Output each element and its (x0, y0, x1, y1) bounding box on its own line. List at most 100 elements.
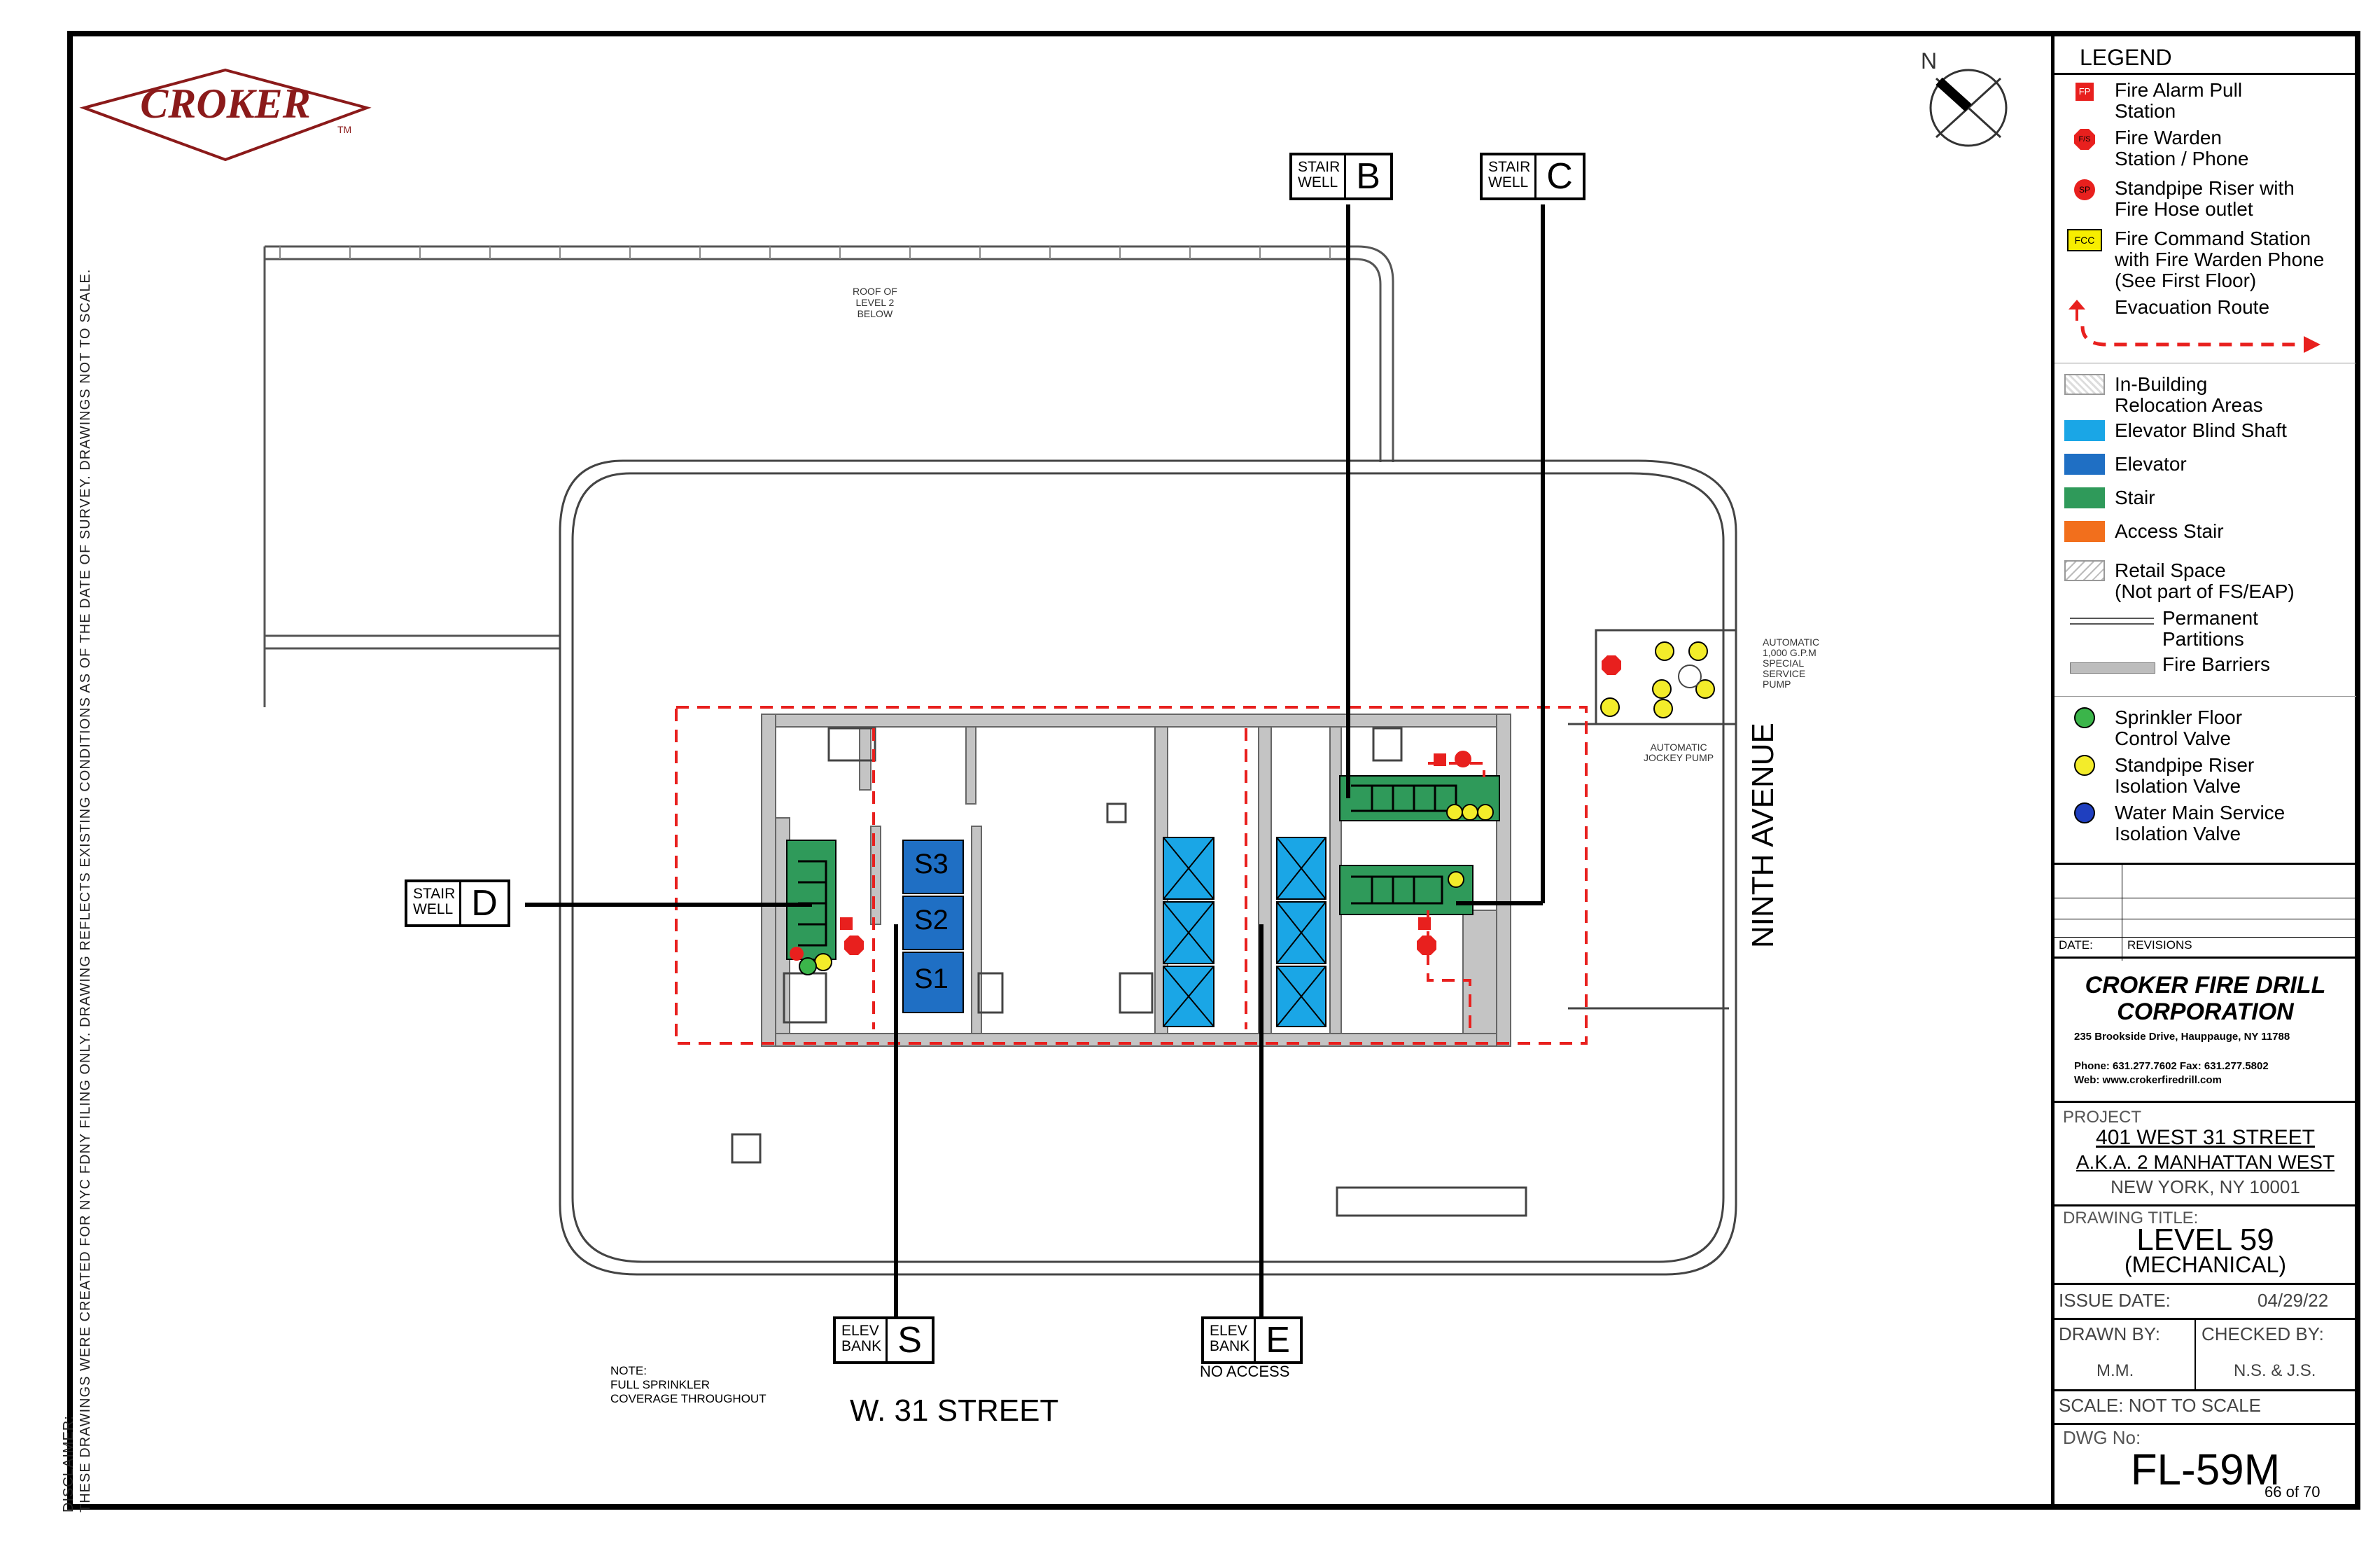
jockey-pump-note: AUTOMATIC JOCKEY PUMP (1644, 742, 1714, 763)
legend-label: Standpipe Riser with Fire Hose outlet (2115, 177, 2295, 220)
evacuation-route-sample (2076, 324, 2342, 358)
legend-label: Permanent Partitions (2162, 607, 2258, 650)
legend-item: Elevator (2064, 454, 2187, 475)
project-line-1: 401 WEST 31 STREET (2096, 1126, 2315, 1149)
stair-well-d-tag: STAIR WELL D (405, 879, 510, 927)
stair-well-b-tag-label: STAIR WELL (1292, 155, 1347, 197)
legend-label: Fire Warden Station / Phone (2115, 127, 2249, 169)
legend-label: Standpipe Riser Isolation Valve (2115, 754, 2255, 797)
legend-title: LEGEND (2080, 45, 2172, 70)
sheet-number: 66 of 70 (2264, 1483, 2320, 1501)
company-phone: Phone: 631.277.7602 Fax: 631.277.5802 (2074, 1060, 2269, 1072)
water-main-valve-icon (2064, 802, 2105, 826)
fire-command-station-icon: FCC (2064, 228, 2105, 252)
drawing-title: LEVEL 59 (2136, 1223, 2274, 1257)
legend-label: Elevator (2115, 453, 2187, 475)
legend-item: Access Stair (2064, 521, 2224, 542)
drawn-by-value: M.M. (2096, 1361, 2134, 1380)
fire-alarm-pull-station-icon: FP (2064, 80, 2105, 104)
elev-bank-e-tag-letter: E (1266, 1320, 1290, 1361)
blind-shaft-swatch (2064, 420, 2105, 441)
legend-item: Elevator Blind Shaft (2064, 420, 2287, 441)
permanent-partition-icon (2064, 608, 2155, 632)
north-arrow: N (1911, 48, 2009, 153)
elev-bank-e-tag-label: ELEV BANK (1204, 1319, 1256, 1361)
project-label: PROJECT (2063, 1108, 2142, 1127)
revisions-label: REVISIONS (2127, 938, 2192, 952)
fire-alarm-pull-station-icon-text: FP (2076, 83, 2094, 101)
elev-bank-e-tag: ELEV BANK E (1201, 1316, 1303, 1364)
elevator-swatch (2064, 454, 2105, 475)
standpipe-isolation-valve-icon (2064, 755, 2105, 779)
company-web: Web: www.crokerfiredrill.com (2074, 1074, 2222, 1086)
stair-well-b-tag-letter: B (1356, 156, 1380, 197)
scale-note: SCALE: NOT TO SCALE (2059, 1395, 2261, 1416)
company-name: CROKER FIRE DRILL CORPORATION (2085, 972, 2326, 1025)
stair-well-b-tag: STAIR WELL B (1289, 153, 1393, 200)
legend-label: Water Main Service Isolation Valve (2115, 802, 2286, 844)
street-east: NINTH AVENUE (1746, 723, 1780, 948)
legend-item: SP Standpipe Riser with Fire Hose outlet (2064, 178, 2295, 220)
legend-item: FCC Fire Command Station with Fire Warde… (2064, 228, 2324, 291)
stair-well-d-tag-label: STAIR WELL (407, 882, 462, 924)
checked-by-value: N.S. & J.S. (2234, 1361, 2316, 1380)
legend-label: Retail Space (Not part of FS/EAP) (2115, 559, 2295, 602)
legend-item: Permanent Partitions (2064, 608, 2258, 650)
logo-text: CROKER (140, 81, 310, 127)
elev-bank-s-tag: ELEV BANK S (833, 1316, 934, 1364)
sprinkler-note: NOTE: FULL SPRINKLER COVERAGE THROUGHOUT (610, 1364, 766, 1405)
company-address: 235 Brookside Drive, Hauppauge, NY 11788 (2074, 1031, 2290, 1043)
no-access-note: NO ACCESS (1200, 1363, 1290, 1380)
legend-label: Sprinkler Floor Control Valve (2115, 707, 2243, 749)
croker-logo: CROKER TM (78, 67, 372, 165)
relocation-area-swatch (2064, 374, 2105, 395)
stair-well-c-tag-letter: C (1546, 156, 1573, 197)
elevator-s1-label: S1 (914, 964, 948, 994)
dwg-no-label: DWG No: (2063, 1427, 2141, 1448)
elevator-s3-label: S3 (914, 849, 948, 879)
legend-label: Stair (2115, 487, 2155, 508)
legend-item: FP Fire Alarm Pull Station (2064, 80, 2242, 122)
legend-item: Standpipe Riser Isolation Valve (2064, 755, 2254, 797)
legend-item: Stair (2064, 487, 2155, 508)
legend-label: In-Building Relocation Areas (2115, 373, 2263, 416)
legend-label: Fire Alarm Pull Station (2115, 79, 2243, 122)
legend-label: Fire Command Station with Fire Warden Ph… (2115, 228, 2325, 291)
fire-barrier-icon (2064, 654, 2155, 678)
stair-well-d-tag-letter: D (471, 883, 498, 924)
elevator-s2-label: S2 (914, 905, 948, 936)
legend-label: Access Stair (2115, 520, 2224, 542)
issue-date-value: 04/29/22 (2258, 1290, 2329, 1311)
legend-item: Retail Space (Not part of FS/EAP) (2064, 560, 2295, 602)
stair-well-c-tag-label: STAIR WELL (1483, 155, 1537, 197)
evacuation-route-icon (2064, 297, 2105, 321)
project-line-3: NEW YORK, NY 10001 (2110, 1176, 2300, 1197)
drawn-by-label: DRAWN BY: (2059, 1323, 2160, 1344)
legend-label: Fire Barriers (2162, 653, 2271, 675)
drawing-subtitle: (MECHANICAL) (2124, 1252, 2287, 1277)
drawing-border (67, 31, 2360, 1510)
logo-trademark: TM (337, 124, 351, 135)
legend-label: Evacuation Route (2115, 296, 2270, 318)
legend-item: Sprinkler Floor Control Valve (2064, 707, 2242, 749)
stair-well-c-tag: STAIR WELL C (1480, 153, 1586, 200)
legend-item: In-Building Relocation Areas (2064, 374, 2263, 416)
project-line-2: A.K.A. 2 MANHATTAN WEST (2076, 1151, 2335, 1173)
elev-bank-s-tag-letter: S (897, 1320, 922, 1361)
legend-item: Evacuation Route (2064, 297, 2269, 321)
elev-bank-s-tag-label: ELEV BANK (836, 1319, 888, 1361)
pump-note: AUTOMATIC 1,000 G.P.M SPECIAL SERVICE PU… (1763, 637, 1820, 690)
standpipe-riser-icon: SP (2064, 178, 2105, 202)
sprinkler-valve-icon (2064, 707, 2105, 731)
drawing-title-label: DRAWING TITLE: (2063, 1209, 2199, 1227)
legend-label: Elevator Blind Shaft (2115, 419, 2287, 441)
legend-item: Fire Barriers (2064, 654, 2270, 678)
checked-by-label: CHECKED BY: (2202, 1323, 2324, 1344)
north-label: N (1921, 48, 1937, 74)
legend-item: F/S Fire Warden Station / Phone (2064, 127, 2248, 169)
fire-command-station-icon-text: FCC (2067, 229, 2102, 251)
standpipe-riser-icon-text: SP (2074, 179, 2095, 200)
issue-date-label: ISSUE DATE: (2059, 1290, 2171, 1311)
dwg-no-value: FL-59M (2130, 1446, 2281, 1494)
revisions-date-label: DATE: (2059, 938, 2093, 952)
